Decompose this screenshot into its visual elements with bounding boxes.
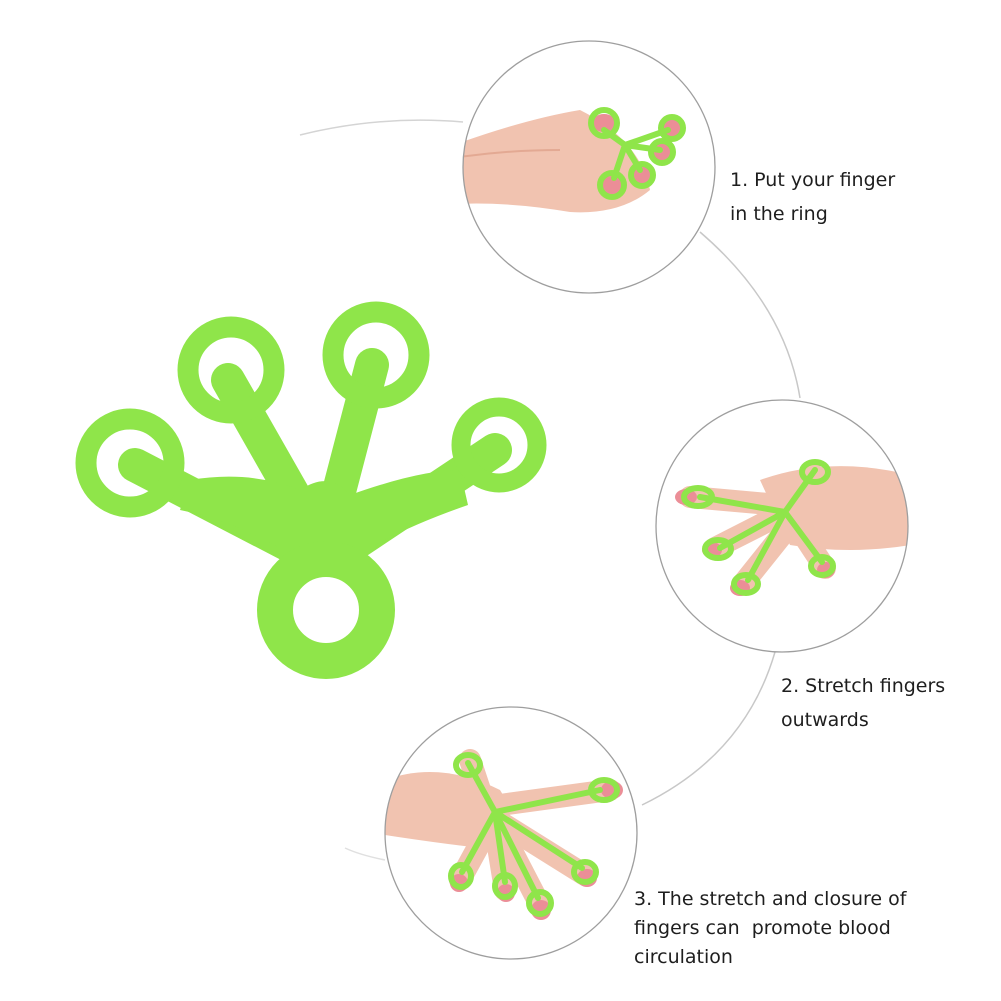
trainer-thumb-ring [257, 541, 395, 679]
finger-trainer-product [75, 301, 547, 679]
trainer-ring [177, 316, 285, 424]
step-1-photo [462, 40, 716, 294]
step-3-line-2: fingers can promote blood [634, 917, 891, 939]
step-1-line-1: 1. Put your finger [730, 169, 896, 191]
connector-arc [641, 651, 776, 806]
connector-arc [344, 847, 386, 861]
step-3-line-1: 3. The stretch and closure of [634, 888, 907, 910]
trainer-ring [322, 301, 430, 409]
step-2-line-1: 2. Stretch fingers [781, 675, 946, 697]
step-3-caption: 3. The stretch and closure of fingers ca… [634, 885, 906, 972]
step-3-photo [384, 706, 638, 960]
step-2-caption: 2. Stretch fingers outwards [781, 669, 945, 737]
step-2-photo [655, 399, 909, 653]
connector-arc [299, 119, 464, 136]
step-3-line-3: circulation [634, 946, 733, 968]
step-1-caption: 1. Put your finger in the ring [730, 163, 895, 231]
step-2-line-2: outwards [781, 709, 869, 731]
connector-arc [699, 231, 801, 399]
step-1-line-2: in the ring [730, 203, 828, 225]
trainer-ring [75, 408, 185, 518]
trainer-ring [451, 397, 547, 493]
